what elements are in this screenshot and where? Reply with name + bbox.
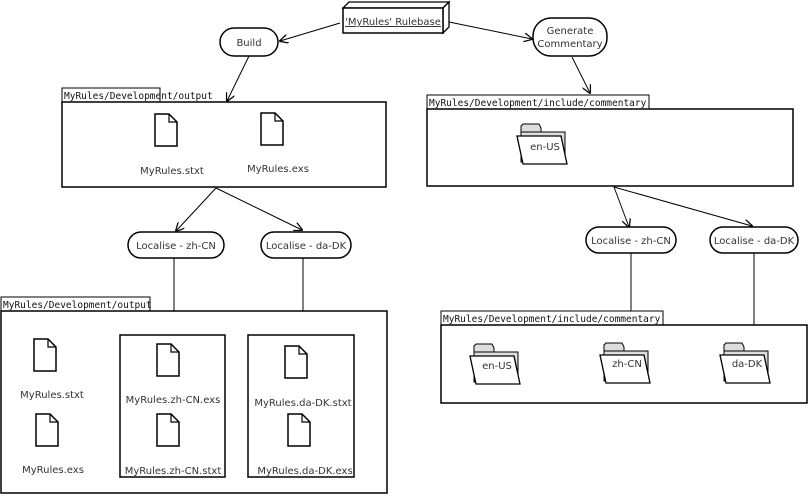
folder-label: da-DK (732, 359, 763, 370)
generate-label-line2: Commentary (537, 39, 602, 50)
localise-zh-label: Localise - zh-CN (136, 241, 216, 252)
localise-da-output[interactable]: Localise - da-DK (260, 231, 352, 259)
localise-da-label: Localise - da-DK (266, 241, 347, 252)
output-folder-top: MyRules/Development/output MyRules.stxt … (61, 87, 387, 188)
file-icon[interactable] (284, 345, 308, 379)
localise-da-label: Localise - da-DK (714, 236, 795, 247)
rulebase-node[interactable]: 'MyRules' Rulebase (341, 0, 451, 35)
output-bottom-path: MyRules/Development/output (3, 300, 152, 311)
output-folder-bottom: MyRules/Development/output MyRules.stxt … (0, 296, 388, 494)
generate-label-line1: Generate (547, 26, 594, 37)
arrow-rulebase-generate (448, 21, 532, 39)
folder-label: en-US (482, 361, 512, 372)
build-action[interactable]: Build (219, 27, 279, 57)
folder-label: zh-CN (612, 359, 642, 370)
commentary-bottom-path: MyRules/Development/include/commentary (443, 314, 661, 325)
rulebase-label: 'MyRules' Rulebase (345, 17, 441, 28)
file-icon[interactable] (156, 413, 180, 447)
file-label: MyRules.stxt (140, 166, 204, 177)
build-label: Build (236, 38, 261, 49)
output-top-path: MyRules/Development/output (64, 91, 213, 102)
file-label: MyRules.stxt (20, 390, 84, 401)
arrow-commentary-localise-da (613, 186, 752, 226)
arrow-output-localise-da (215, 187, 302, 230)
arrow-generate-commentary (571, 56, 590, 93)
localise-zh-commentary[interactable]: Localise - zh-CN (585, 226, 677, 254)
folder-label: en-US (530, 142, 560, 153)
localise-zh-output[interactable]: Localise - zh-CN (127, 231, 225, 259)
file-label: MyRules.exs (247, 164, 309, 175)
file-label: MyRules.da-DK.exs (257, 466, 352, 477)
localise-zh-label: Localise - zh-CN (591, 236, 671, 247)
commentary-folder-bottom: MyRules/Development/include/commentary e… (440, 310, 808, 404)
arrow-commentary-localise-zh (613, 186, 629, 227)
generate-commentary-action[interactable]: Generate Commentary (532, 17, 608, 57)
arrow-build-output (227, 55, 250, 101)
commentary-top-path: MyRules/Development/include/commentary (429, 98, 647, 109)
file-icon[interactable] (154, 113, 178, 147)
file-label: MyRules.zh-CN.stxt (125, 466, 222, 477)
file-icon[interactable] (287, 413, 311, 447)
file-icon[interactable] (35, 413, 59, 447)
file-icon[interactable] (33, 338, 57, 372)
file-label: MyRules.exs (22, 465, 84, 476)
file-label: MyRules.zh-CN.exs (126, 395, 221, 406)
localise-da-commentary[interactable]: Localise - da-DK (709, 226, 799, 254)
arrow-output-localise-zh (176, 187, 217, 231)
file-label: MyRules.da-DK.stxt (254, 398, 351, 409)
commentary-folder-top: MyRules/Development/include/commentary e… (426, 94, 794, 187)
arrow-rulebase-build (280, 22, 341, 41)
file-icon[interactable] (156, 343, 180, 377)
file-icon[interactable] (260, 112, 284, 146)
